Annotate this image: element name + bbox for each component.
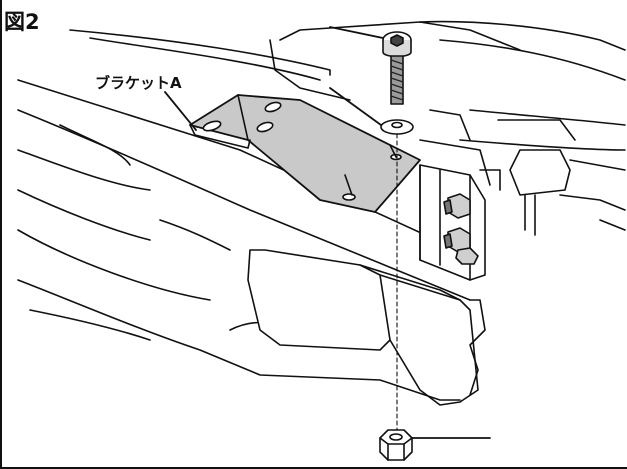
bracket-bolt-bottom xyxy=(455,247,479,265)
leader-line-washer xyxy=(329,87,382,126)
leader-line-bolt xyxy=(329,26,384,39)
bracket-a-plate xyxy=(189,94,421,213)
vehicle-body-upper xyxy=(69,20,626,236)
figure-label: 図2 xyxy=(4,10,40,34)
hex-socket-bolt-icon xyxy=(382,31,412,105)
bracket-a-callout: ブラケットA xyxy=(95,74,182,92)
crossmember-beam xyxy=(17,79,486,406)
hex-nut-icon xyxy=(379,429,413,461)
flat-washer-icon xyxy=(380,119,414,135)
bracket-bolt-upper xyxy=(443,193,471,219)
leader-line-bracket xyxy=(164,91,197,131)
